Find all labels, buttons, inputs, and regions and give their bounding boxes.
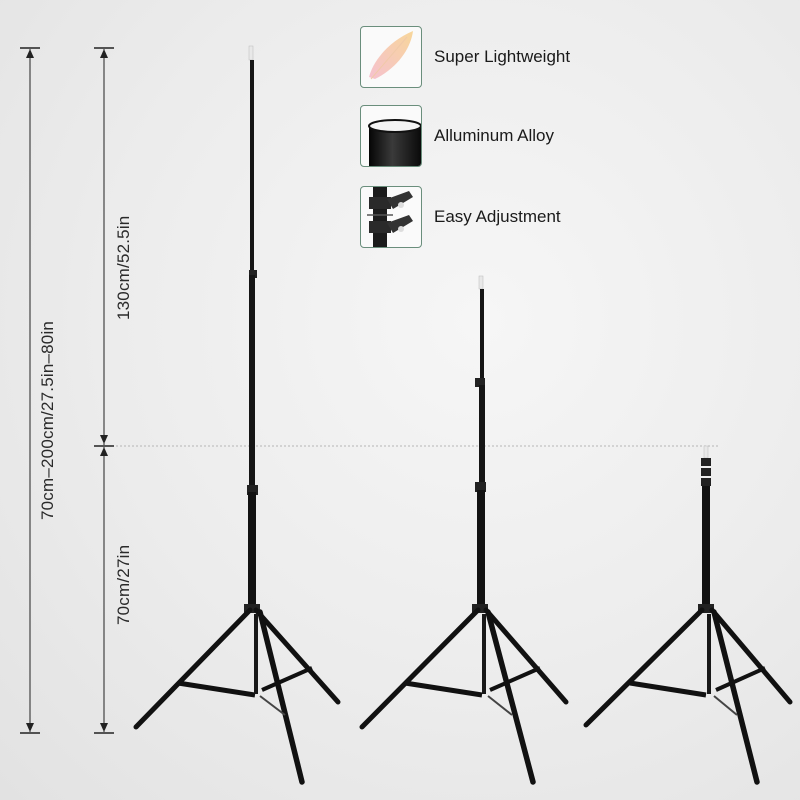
light-stand-fully-extended bbox=[133, 45, 341, 785]
feather-icon bbox=[360, 26, 422, 88]
feature-lightweight: Super Lightweight bbox=[360, 26, 570, 88]
feature-aluminum: Alluminum Alloy bbox=[360, 105, 554, 167]
light-stand-collapsed bbox=[583, 445, 793, 785]
aluminum-tube-icon bbox=[360, 105, 422, 167]
lower-section-label: 70cm/27in bbox=[114, 544, 133, 625]
total-height-dimension bbox=[20, 47, 40, 734]
lower-section-dimension bbox=[94, 447, 114, 734]
upper-section-label: 130cm/52.5in bbox=[114, 215, 133, 320]
feature-adjustment: Easy Adjustment bbox=[360, 186, 561, 248]
feature-label: Easy Adjustment bbox=[434, 207, 561, 226]
feature-label: Alluminum Alloy bbox=[434, 126, 554, 145]
total-height-label: 70cm–200cm/27.5in–80in bbox=[38, 320, 57, 520]
upper-section-dimension bbox=[94, 47, 114, 447]
light-stand-half-extended bbox=[359, 275, 569, 785]
feature-label: Super Lightweight bbox=[434, 47, 571, 66]
clamp-knob-icon bbox=[360, 186, 422, 248]
